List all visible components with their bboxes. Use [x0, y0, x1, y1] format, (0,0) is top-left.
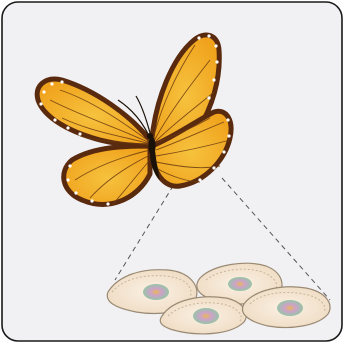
cell-nucleus: [143, 284, 169, 300]
cell-nucleus: [277, 300, 303, 316]
cell-nucleus: [193, 308, 219, 324]
cell-nucleus: [228, 277, 252, 291]
